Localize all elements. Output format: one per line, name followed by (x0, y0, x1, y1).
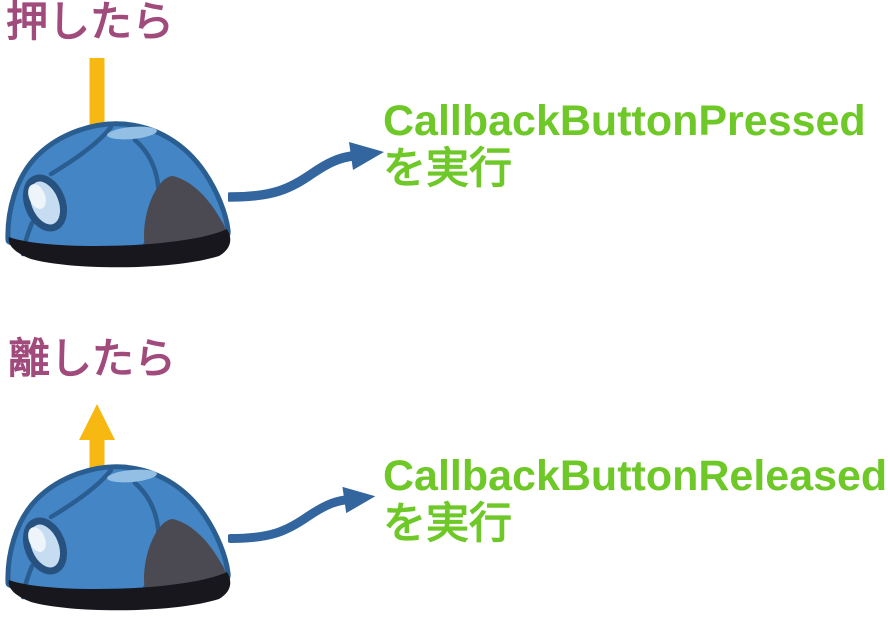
callback-action: を実行 (383, 500, 512, 548)
release-trigger-label: 離したら (8, 335, 177, 382)
mouse-illustration (5, 461, 235, 616)
mouse-illustration (5, 118, 235, 273)
callback-name: CallbackButtonPressed (383, 97, 866, 145)
released-callback-text: CallbackButtonReleased を実行 (383, 452, 887, 548)
release-up-arrow-icon (79, 404, 115, 520)
pressed-callback-text: CallbackButtonPressed を実行 (383, 97, 866, 193)
flow-arrow-icon (228, 139, 386, 205)
released-section: 離したら CallbackButtonReleased を実行 (0, 320, 888, 635)
callback-action: を実行 (383, 145, 512, 193)
press-trigger-label: 押したら (6, 0, 175, 45)
flow-arrow-icon (228, 484, 378, 546)
pressed-section: 押したら CallbackButtonPressed を実行 (0, 0, 866, 320)
callback-name: CallbackButtonReleased (383, 452, 888, 500)
